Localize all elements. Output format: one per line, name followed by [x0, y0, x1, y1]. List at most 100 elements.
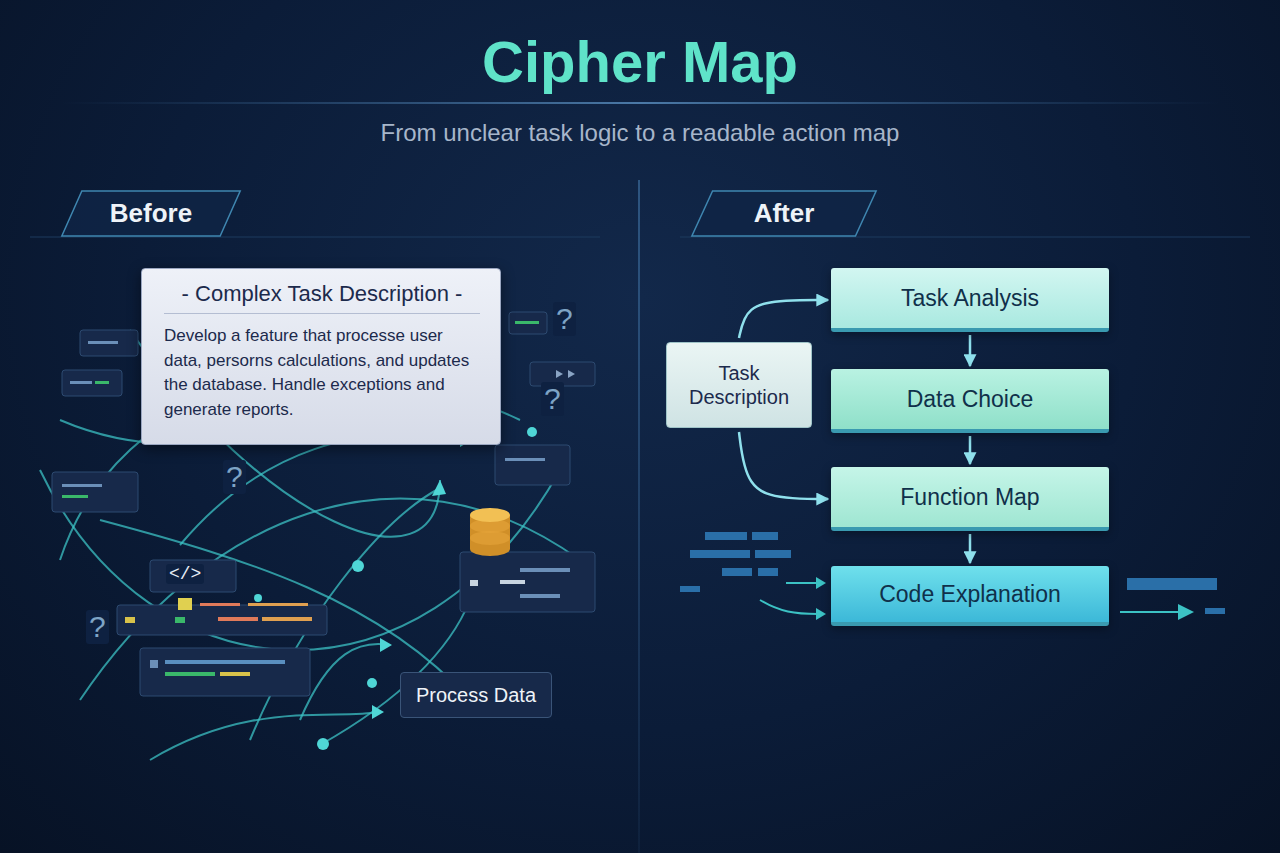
database-symbol [470, 531, 510, 545]
database-symbol [470, 508, 510, 556]
code-cards [175, 617, 185, 623]
flow-dashes [680, 532, 1225, 614]
code-cards [470, 580, 478, 586]
arrowheads [380, 638, 392, 652]
tangled-lines [130, 330, 440, 537]
flow-dashes [1127, 578, 1217, 590]
code-cards [165, 660, 285, 664]
page-title: Cipher Map [0, 28, 1280, 95]
tangled-lines [300, 644, 390, 720]
flow-dashes [690, 550, 750, 558]
node-title: Task Analysis [901, 285, 1039, 312]
tangled-lines [40, 330, 580, 760]
code-cards [509, 312, 547, 334]
task-card: - Complex Task Description - Develop a fe… [141, 268, 501, 445]
code-cards [556, 370, 563, 378]
code-cards [530, 362, 595, 386]
code-cards [52, 312, 595, 696]
node-title: Code Explanation [879, 581, 1061, 608]
flow-arrowheads [816, 577, 1194, 620]
code-cards [500, 580, 525, 584]
flow-dashes [680, 586, 700, 592]
code-cards [218, 617, 258, 621]
divider-lines [30, 102, 1250, 853]
input-box: Task Description [666, 342, 812, 428]
tangled-lines [100, 520, 470, 700]
node-title: Function Map [900, 484, 1039, 511]
code-cards [150, 660, 158, 668]
tangled-lines [320, 600, 470, 745]
node-title: Before [110, 198, 192, 229]
junction-dots [317, 738, 329, 750]
code-cards [88, 341, 118, 344]
arrowheads [458, 690, 470, 706]
divider-lines [30, 237, 600, 238]
tab-outline [692, 191, 876, 236]
question-mark: ? [223, 460, 246, 494]
code-cards [80, 330, 138, 356]
flow-dashes [705, 532, 747, 540]
code-cards [70, 381, 92, 384]
code-cards [125, 617, 135, 623]
arrowheads [372, 705, 384, 719]
code-tag: </> [166, 564, 204, 584]
code-cards [200, 603, 240, 606]
flow-dashes [758, 568, 778, 576]
code-cards [262, 617, 312, 621]
flow-arrows [760, 600, 818, 614]
code-cards [165, 672, 215, 676]
code-cards [117, 605, 327, 635]
junction-dots [254, 594, 262, 602]
tangled-lines [150, 712, 380, 760]
process-box: Process Data [400, 672, 552, 718]
code-cards [220, 672, 250, 676]
process-box: Data Choice [831, 369, 1109, 433]
code-cards [62, 495, 88, 498]
section-tab: Before [60, 190, 242, 237]
question-mark: ? [553, 302, 576, 336]
flow-dashes [755, 550, 791, 558]
flow-dashes [1205, 608, 1225, 614]
output-box: Code Explanation [831, 566, 1109, 626]
node-body: Develop a feature that processe user dat… [164, 324, 480, 423]
arrowheads [432, 480, 446, 496]
flow-arrow [739, 432, 828, 499]
node-title: Process Data [416, 684, 536, 707]
code-cards [178, 598, 192, 610]
tangled-lines [180, 434, 470, 545]
junction-dots [352, 560, 364, 572]
code-cards [505, 458, 545, 461]
code-cards [52, 472, 138, 512]
code-cards [140, 648, 310, 696]
database-symbol [470, 508, 510, 522]
code-cards [62, 370, 122, 396]
tab-outline [690, 190, 878, 237]
section-tab: After [690, 190, 878, 237]
divider-lines [680, 237, 1250, 238]
flow-arrow [969, 335, 972, 366]
tab-outline [62, 191, 240, 236]
tangled-lines [60, 390, 420, 444]
arrowheads [460, 433, 472, 447]
flow-arrowheads [816, 608, 826, 620]
arrowheads [372, 433, 472, 719]
flow-arrow [969, 436, 972, 464]
code-cards [568, 370, 575, 378]
flow-arrows [760, 583, 1180, 614]
junction-dots [527, 427, 537, 437]
flow-arrows [786, 582, 818, 584]
code-cards [520, 594, 560, 598]
process-box: Function Map [831, 467, 1109, 531]
code-cards [62, 484, 102, 487]
code-cards [248, 603, 308, 606]
flow-arrow [739, 300, 828, 338]
tangled-lines [60, 376, 520, 560]
divider-lines [638, 180, 640, 853]
code-cards [515, 321, 539, 324]
node-title: - Complex Task Description - [164, 281, 480, 314]
flow-arrowheads [1178, 604, 1194, 620]
